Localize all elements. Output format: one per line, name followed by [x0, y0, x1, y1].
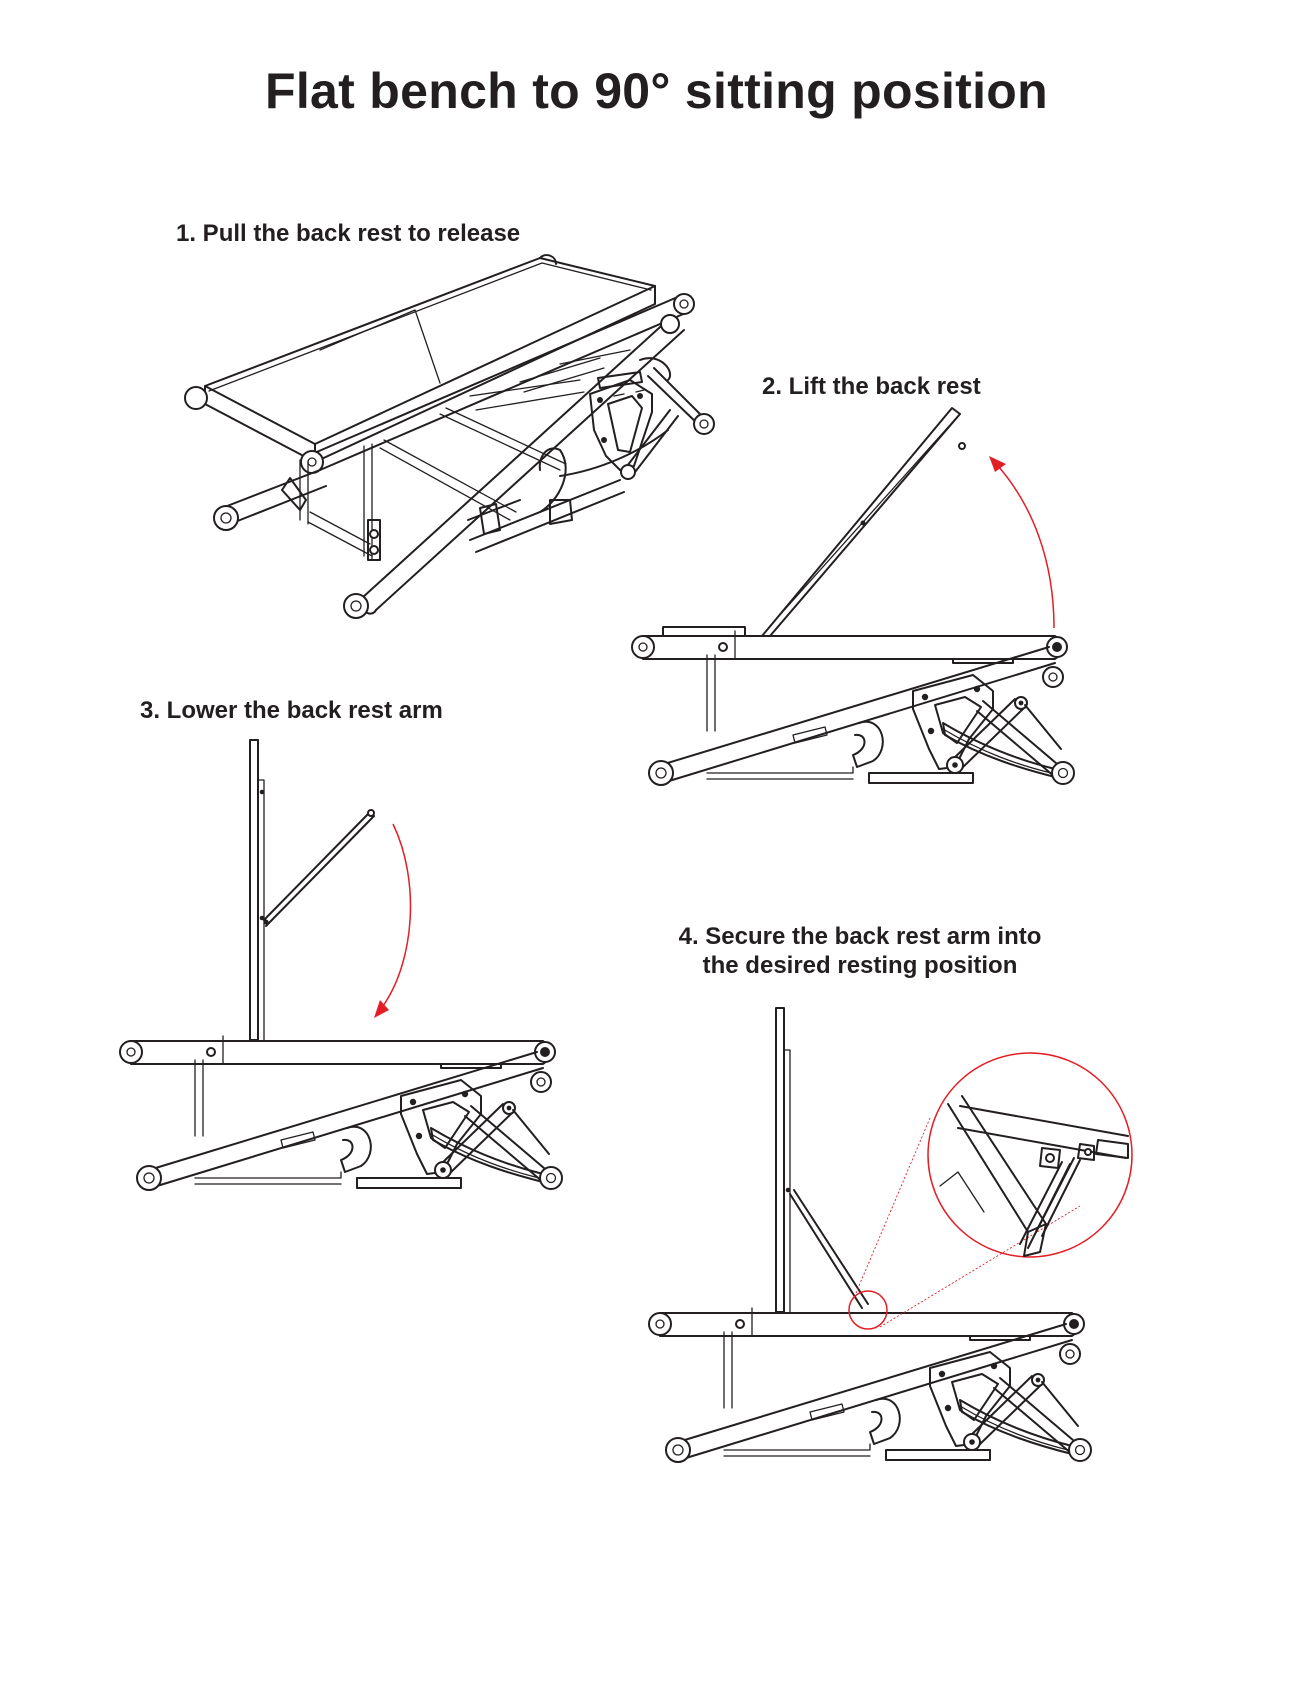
step-4-label: 4. Secure the back rest arm into the des…	[650, 922, 1070, 980]
step-3-illustration	[119, 739, 563, 1191]
detail-zoom-view	[939, 1095, 1129, 1257]
step-2-illustration	[631, 407, 1075, 786]
page-title: Flat bench to 90° sitting position	[265, 63, 1048, 119]
step-1-illustration	[184, 254, 715, 619]
step-4-line-1: 4. Secure the back rest arm into	[678, 923, 1042, 950]
step-4-illustration	[648, 1007, 1133, 1463]
step-3-label: 3. Lower the back rest arm	[140, 697, 443, 724]
step-1-label: 1. Pull the back rest to release	[176, 220, 521, 247]
step-4-line-2: the desired resting position	[702, 952, 1018, 979]
step-2-label: 2. Lift the back rest	[762, 373, 981, 400]
